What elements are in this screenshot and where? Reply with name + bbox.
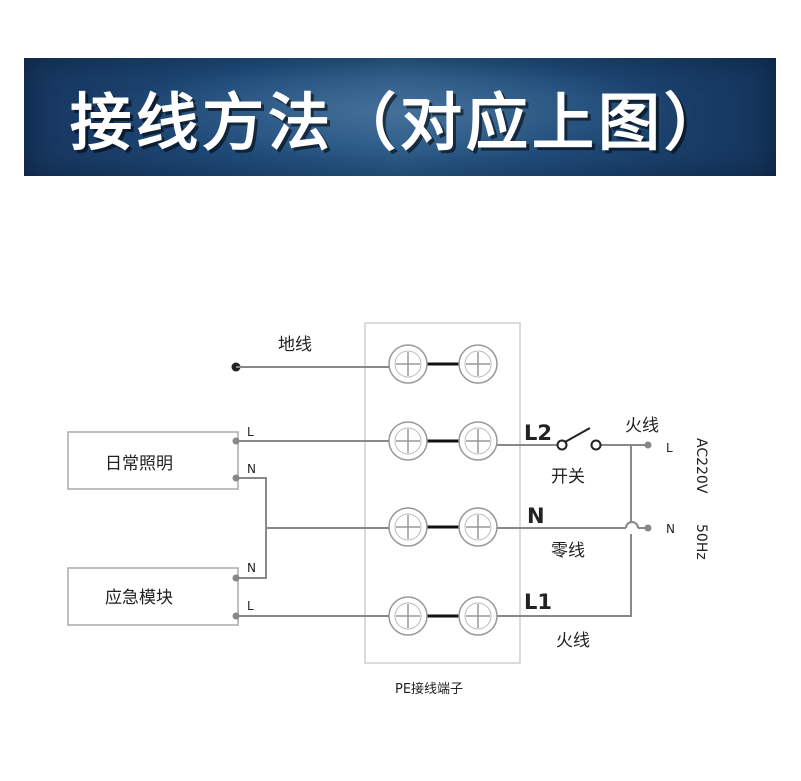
power-l-label: L	[666, 441, 673, 455]
right-wiring	[497, 444, 648, 617]
daily-l-label: L	[247, 425, 254, 439]
terminal-row-2	[388, 421, 498, 461]
switch-icon	[556, 427, 602, 451]
live-wire-bottom-label: 火线	[556, 631, 590, 651]
frequency-label: 50Hz	[693, 524, 709, 560]
terminal-block-outline	[364, 322, 521, 664]
screw-icon	[458, 344, 498, 384]
live-wire-top-label: 火线	[625, 416, 659, 436]
daily-n-label: N	[247, 462, 256, 476]
title-banner: 接线方法（对应上图）	[24, 58, 776, 176]
ac-voltage-label: AC220V	[693, 438, 709, 494]
screw-icon	[388, 344, 428, 384]
daily-lighting-box	[67, 431, 239, 490]
l1-label: L1	[524, 590, 552, 614]
screw-icon	[388, 507, 428, 547]
l2-label: L2	[524, 421, 552, 445]
power-terminals	[644, 441, 652, 532]
screw-icon	[388, 421, 428, 461]
screw-icon	[458, 507, 498, 547]
ground-wire	[231, 362, 389, 372]
banner-title: 接线方法（对应上图）	[69, 86, 730, 159]
screw-icon	[458, 421, 498, 461]
power-n-label: N	[666, 522, 675, 536]
ground-wire-label: 地线	[278, 335, 312, 355]
screw-icon	[458, 596, 498, 636]
terminal-row-3	[388, 507, 498, 547]
terminal-row-1	[388, 344, 498, 384]
emergency-module-box	[67, 567, 239, 626]
screw-icon	[388, 596, 428, 636]
terminal-name-label: PE接线端子	[395, 681, 463, 697]
emergency-module-label: 应急模块	[105, 588, 173, 608]
left-terminals	[232, 437, 240, 620]
emergency-l-label: L	[247, 599, 254, 613]
left-wiring	[236, 440, 389, 617]
emergency-n-label: N	[247, 561, 256, 575]
switch-label: 开关	[551, 467, 585, 487]
daily-lighting-label: 日常照明	[105, 454, 173, 474]
neutral-wire-label: 零线	[551, 541, 585, 561]
n-label: N	[527, 504, 545, 528]
terminal-row-4	[388, 596, 498, 636]
